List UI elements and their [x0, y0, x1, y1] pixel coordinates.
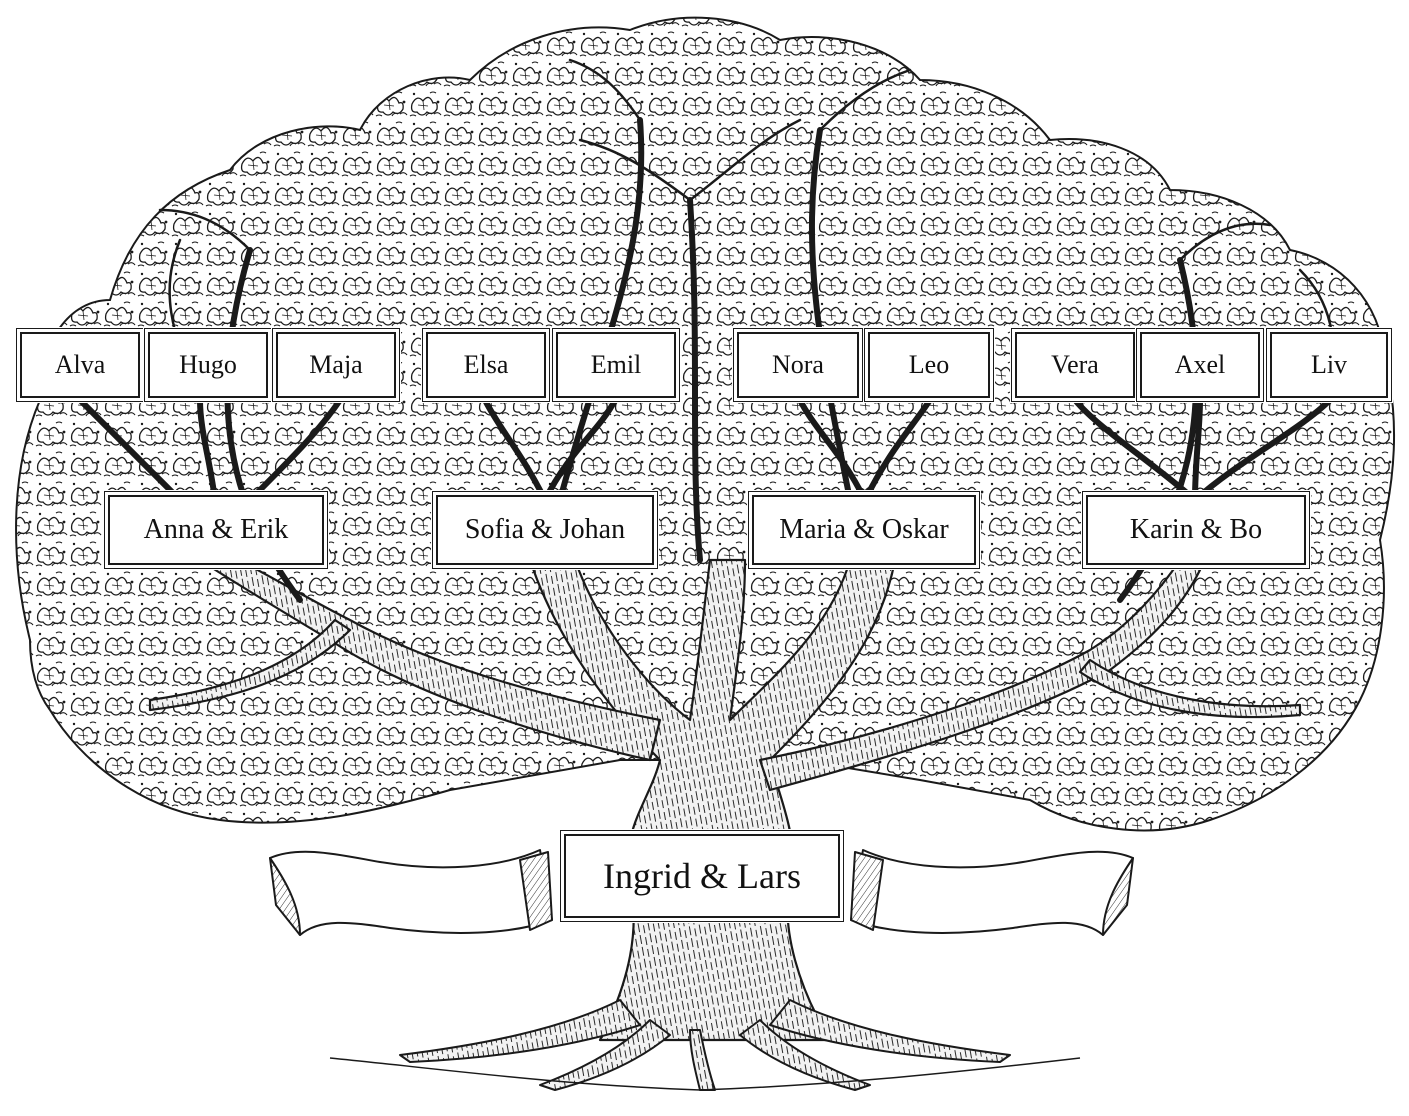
tree-trunk: [148, 548, 1302, 1042]
member-box-liv: Liv: [1266, 328, 1392, 402]
ribbon-banner: [269, 849, 1134, 936]
member-box-vera: Vera: [1011, 328, 1139, 402]
couple-box-anna-erik: Anna & Erik: [104, 491, 328, 569]
member-box-maja: Maja: [272, 328, 400, 402]
couple-name: Anna & Erik: [143, 514, 289, 545]
tree-roots: [399, 999, 1011, 1091]
member-box-elsa: Elsa: [422, 328, 550, 402]
tree-branches: [77, 117, 1333, 603]
couple-name: Sofia & Johan: [464, 514, 626, 545]
member-box-nora: Nora: [733, 328, 863, 402]
member-box-alva: Alva: [16, 328, 144, 402]
couple-box-karin-bo: Karin & Bo: [1082, 491, 1310, 569]
member-name: Maja: [309, 350, 363, 379]
member-name: Axel: [1174, 350, 1226, 379]
root-couple-name: Ingrid & Lars: [603, 856, 801, 896]
member-name: Emil: [590, 350, 642, 379]
member-name: Nora: [772, 350, 824, 379]
root-couple-box: Ingrid & Lars: [560, 830, 844, 922]
member-box-axel: Axel: [1136, 328, 1264, 402]
ground: [329, 1057, 1081, 1091]
member-name: Liv: [1310, 350, 1348, 379]
member-name: Elsa: [463, 350, 509, 379]
member-box-leo: Leo: [864, 328, 994, 402]
couple-box-sofia-johan: Sofia & Johan: [432, 491, 658, 569]
member-box-emil: Emil: [552, 328, 680, 402]
member-box-hugo: Hugo: [144, 328, 272, 402]
member-name: Alva: [54, 350, 106, 379]
member-name: Leo: [908, 350, 950, 379]
couple-name: Maria & Oskar: [779, 514, 949, 545]
member-name: Hugo: [179, 350, 237, 379]
couple-name: Karin & Bo: [1129, 514, 1263, 545]
couple-box-maria-oskar: Maria & Oskar: [748, 491, 980, 569]
member-name: Vera: [1051, 350, 1099, 379]
